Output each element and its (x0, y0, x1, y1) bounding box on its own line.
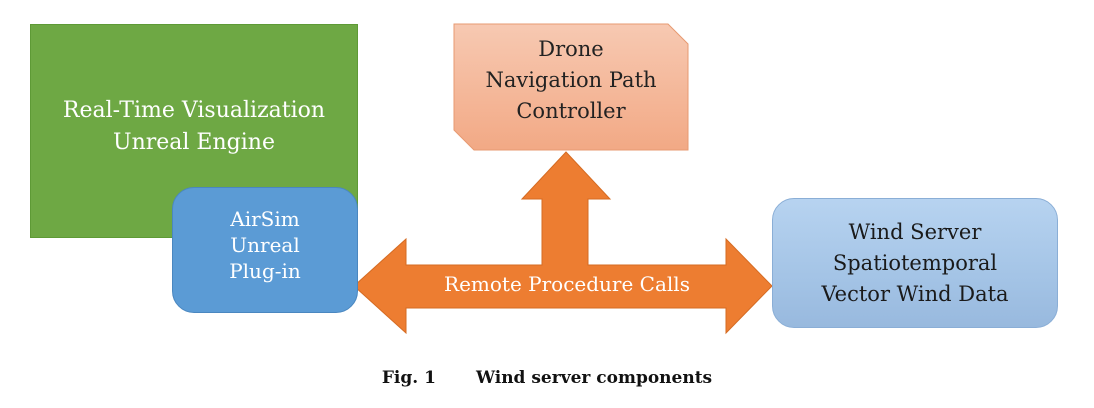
drone-controller-box (453, 23, 689, 151)
wind-server-box: Wind Server Spatiotemporal Vector Wind D… (772, 198, 1058, 328)
drone-controller-label: Drone Navigation Path Controller (454, 22, 688, 147)
drone-line-3: Controller (516, 99, 626, 123)
rpc-connector-arrow (353, 151, 773, 335)
figure-caption: Fig. 1 Wind server components (0, 368, 1094, 388)
drone-line-1: Drone (538, 37, 604, 61)
wind-line-3: Vector Wind Data (821, 282, 1009, 306)
airsim-line-2: Unreal (230, 233, 300, 257)
wind-line-2: Spatiotemporal (832, 251, 998, 275)
airsim-line-3: Plug-in (229, 259, 301, 283)
airsim-plugin-box: AirSim Unreal Plug-in (172, 187, 358, 313)
airsim-line-1: AirSim (230, 207, 300, 231)
wind-line-1: Wind Server (848, 220, 982, 244)
drone-line-2: Navigation Path (485, 68, 657, 92)
unreal-engine-line-2: Unreal Engine (113, 130, 275, 155)
figure-title: Wind server components (475, 368, 713, 388)
figure-number: Fig. 1 (381, 368, 436, 388)
unreal-engine-line-1: Real-Time Visualization (62, 98, 326, 123)
rpc-connector-label: Remote Procedure Calls (444, 272, 690, 296)
